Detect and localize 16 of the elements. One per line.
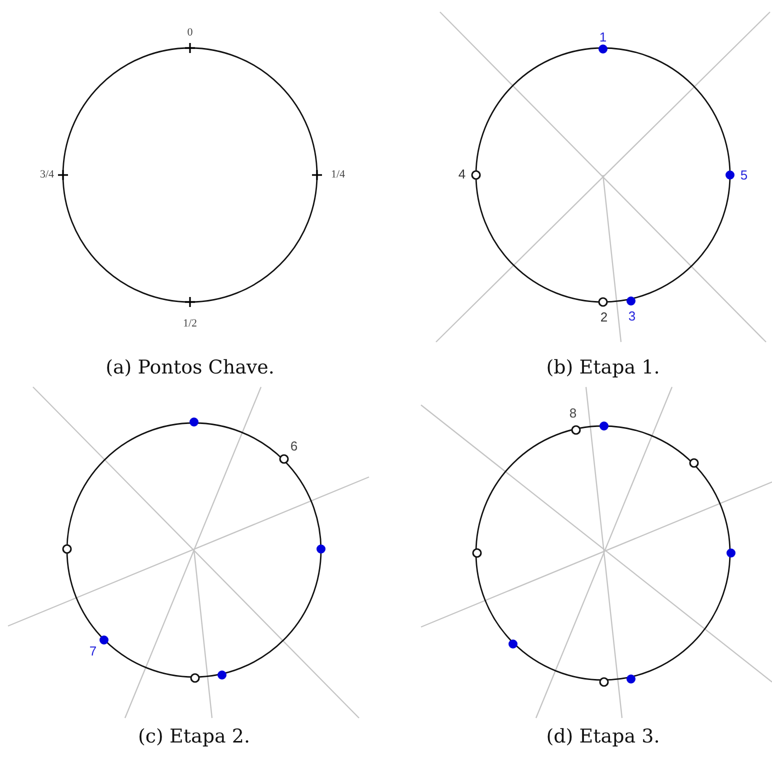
point-number: 8 [569, 406, 577, 420]
fraction-label: 1/4 [330, 170, 346, 180]
fraction-label: 0 [187, 28, 193, 38]
subfigure-caption: (a) Pontos Chave. [106, 358, 274, 378]
point-number: 6 [290, 440, 298, 452]
subfigure-caption: (c) Etapa 2. [138, 728, 250, 746]
point-number: 4 [458, 168, 466, 180]
point-number: 1 [599, 30, 607, 44]
subfigure-caption: (d) Etapa 3. [546, 728, 660, 746]
point-number: 5 [740, 168, 748, 182]
fraction-label: 1/2 [182, 318, 198, 330]
point-number: 2 [600, 310, 608, 324]
fraction-label: 3/4 [40, 170, 54, 180]
point-number: 3 [628, 310, 636, 322]
subfigure-caption: (b) Etapa 1. [546, 358, 660, 378]
point-number: 7 [89, 644, 97, 658]
